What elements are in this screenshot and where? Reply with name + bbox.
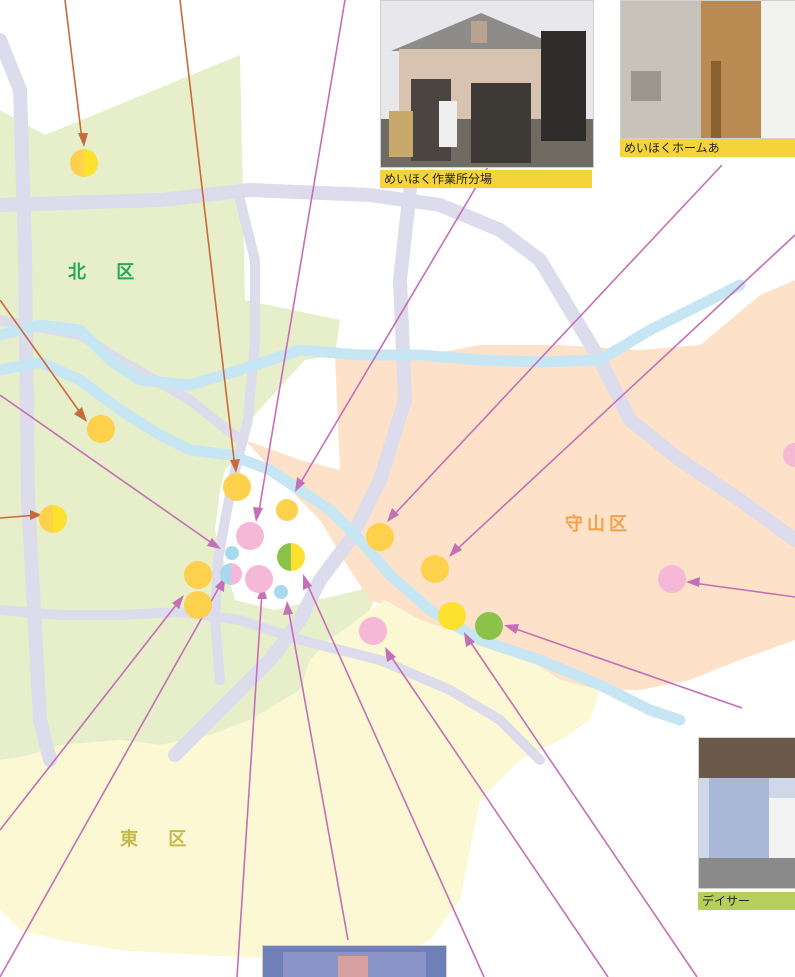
leader-line <box>297 154 496 488</box>
moriyama-ward-region <box>245 280 795 690</box>
leader-line <box>452 234 795 554</box>
leader-line <box>0 599 181 831</box>
marker[interactable] <box>359 617 387 645</box>
arrowhead <box>303 574 312 590</box>
leader-line <box>236 590 263 977</box>
marker[interactable] <box>366 523 394 551</box>
arrowhead <box>686 577 700 587</box>
leader-line <box>287 606 349 941</box>
leader-line <box>0 581 223 977</box>
marker[interactable] <box>276 499 298 521</box>
river <box>0 279 746 726</box>
arrowhead <box>172 595 184 609</box>
marker[interactable] <box>184 561 212 589</box>
marker[interactable] <box>438 602 466 630</box>
marker[interactable] <box>236 522 264 550</box>
arrowhead <box>295 477 305 492</box>
photo-bottom[interactable] <box>262 945 447 977</box>
arrowheads-brown <box>30 133 240 520</box>
leader-line <box>390 164 723 519</box>
arrowhead <box>74 407 87 422</box>
arrowhead <box>283 601 293 615</box>
half-marker[interactable] <box>39 505 67 533</box>
photo-caption-home: めいほくホームあ <box>620 139 795 157</box>
marker[interactable] <box>421 555 449 583</box>
marker[interactable] <box>783 443 795 467</box>
facility-markers <box>39 149 795 645</box>
marker[interactable] <box>475 612 503 640</box>
marker[interactable] <box>658 565 686 593</box>
building-photo-icon <box>263 946 446 977</box>
half-marker[interactable] <box>70 149 98 177</box>
leader-line <box>387 651 609 977</box>
road <box>0 33 57 767</box>
leader-line <box>304 578 485 977</box>
photo-caption-day-service: デイサー <box>698 892 795 910</box>
arrowhead <box>30 510 42 520</box>
arrowheads-magenta <box>172 477 700 662</box>
leader-line <box>0 299 85 419</box>
arrowhead <box>504 624 519 634</box>
leader-lines-brown <box>0 0 236 519</box>
photo-home[interactable] <box>620 0 795 139</box>
leader-line <box>257 0 346 518</box>
arrowhead <box>449 543 462 557</box>
road <box>0 605 545 765</box>
arrowhead <box>464 632 475 647</box>
leader-line <box>692 582 795 598</box>
ward-label-kita: 北 区 <box>68 262 147 283</box>
facility-photo-icon <box>699 738 795 888</box>
arrowhead <box>207 538 221 549</box>
marker[interactable] <box>225 546 239 560</box>
arrowhead <box>385 647 396 662</box>
half-marker[interactable] <box>277 543 305 571</box>
marker[interactable] <box>274 585 288 599</box>
photo-sagyosho[interactable] <box>380 0 594 168</box>
half-marker[interactable] <box>220 563 242 585</box>
house-photo-icon <box>621 1 795 138</box>
ward-label-moriyama: 守山区 <box>565 514 631 535</box>
marker[interactable] <box>245 565 273 593</box>
leader-line <box>509 626 743 709</box>
ward-label-higashi: 東 区 <box>120 829 199 850</box>
leader-line <box>179 0 236 469</box>
marker[interactable] <box>87 415 115 443</box>
marker[interactable] <box>223 473 251 501</box>
building-photo-icon <box>381 1 593 167</box>
photo-caption-sagyosho: めいほく作業所分場 <box>380 170 592 188</box>
arrowhead <box>253 507 263 522</box>
road <box>0 183 795 547</box>
leader-line <box>64 0 83 141</box>
arrowhead <box>78 133 88 147</box>
arrowhead <box>387 508 399 522</box>
marker[interactable] <box>184 591 212 619</box>
leader-line <box>0 394 217 547</box>
photo-day-service[interactable] <box>698 737 795 889</box>
arrowhead <box>230 459 240 473</box>
leader-line <box>466 636 698 977</box>
